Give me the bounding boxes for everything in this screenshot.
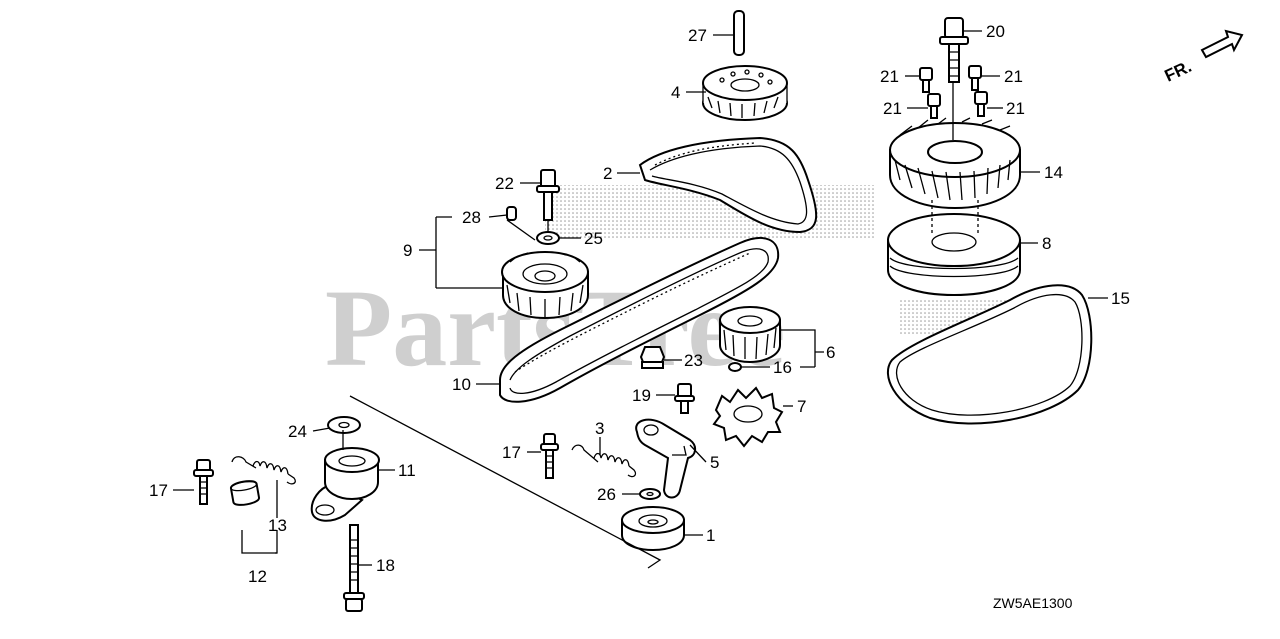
part-17-stud-left[interactable] [193,459,214,505]
part-21-bolts[interactable] [919,65,988,119]
callout-26: 26 [597,485,616,504]
part-19-bolt[interactable] [674,383,695,414]
part-20-bolt[interactable] [939,17,969,83]
callout-6: 6 [826,343,835,362]
callout-20: 20 [986,22,1005,41]
callout-3: 3 [595,419,604,438]
part-3-spring[interactable] [571,444,637,478]
part-27-pin[interactable] [733,10,745,56]
part-22-bolt[interactable] [536,169,560,221]
callout-21-c: 21 [883,99,902,118]
callout-21-a: 21 [880,67,899,86]
callout-8: 8 [1042,234,1051,253]
callout-21-d: 21 [1006,99,1025,118]
callout-15: 15 [1111,289,1130,308]
callout-9: 9 [403,241,412,260]
callout-1: 1 [706,526,715,545]
part-12-collar[interactable] [229,479,261,506]
part-5-arm[interactable] [635,418,696,499]
callout-28: 28 [462,208,481,227]
callout-25: 25 [584,229,603,248]
callout-18: 18 [376,556,395,575]
callout-16: 16 [773,358,792,377]
part-9-pulley[interactable] [501,251,589,320]
callout-2: 2 [603,164,612,183]
callout-7: 7 [797,397,806,416]
callout-27: 27 [688,26,707,45]
part-26-washer[interactable] [639,488,661,500]
part-14-fan[interactable] [889,117,1021,210]
part-18-bolt[interactable] [343,524,365,612]
callout-23: 23 [684,351,703,370]
part-17-stud-center[interactable] [540,433,559,479]
part-4-pulley[interactable] [702,65,788,121]
callout-5: 5 [710,453,719,472]
callout-12: 12 [248,567,267,586]
part-25-washer[interactable] [536,231,560,245]
part-8-pulley[interactable] [887,200,1021,297]
callout-17-left: 17 [149,481,168,500]
callout-19: 19 [632,386,651,405]
part-16-washer[interactable] [728,362,742,372]
callout-24: 24 [288,422,307,441]
callout-10: 10 [452,375,471,394]
callout-22: 22 [495,174,514,193]
callouts: 1 2 3 4 5 6 7 8 9 10 11 12 13 14 15 16 1… [149,22,1130,586]
callout-11: 11 [398,461,416,480]
part-13-spring[interactable] [231,456,296,485]
direction-label: FR. [1162,57,1195,86]
part-15-vbelt[interactable] [886,284,1093,425]
front-direction-arrow: FR. [1162,29,1244,86]
part-10-belt[interactable] [499,237,780,403]
callout-13: 13 [268,516,287,535]
part-24-washer[interactable] [327,416,361,434]
part-1-pulley[interactable] [621,506,685,552]
part-7-sprocket[interactable] [712,386,784,448]
part-6-gear[interactable] [719,306,781,364]
diagram-code: ZW5AE1300 [993,595,1073,611]
part-11-idler[interactable] [310,447,380,522]
part-23-nut[interactable] [639,346,666,369]
leader-lines [173,30,1108,569]
callout-4: 4 [671,83,680,102]
callout-21-b: 21 [1004,67,1023,86]
callout-17-center: 17 [502,443,521,462]
callout-14: 14 [1044,163,1063,182]
part-2-belt[interactable] [638,136,818,234]
part-28-key[interactable] [506,206,517,221]
